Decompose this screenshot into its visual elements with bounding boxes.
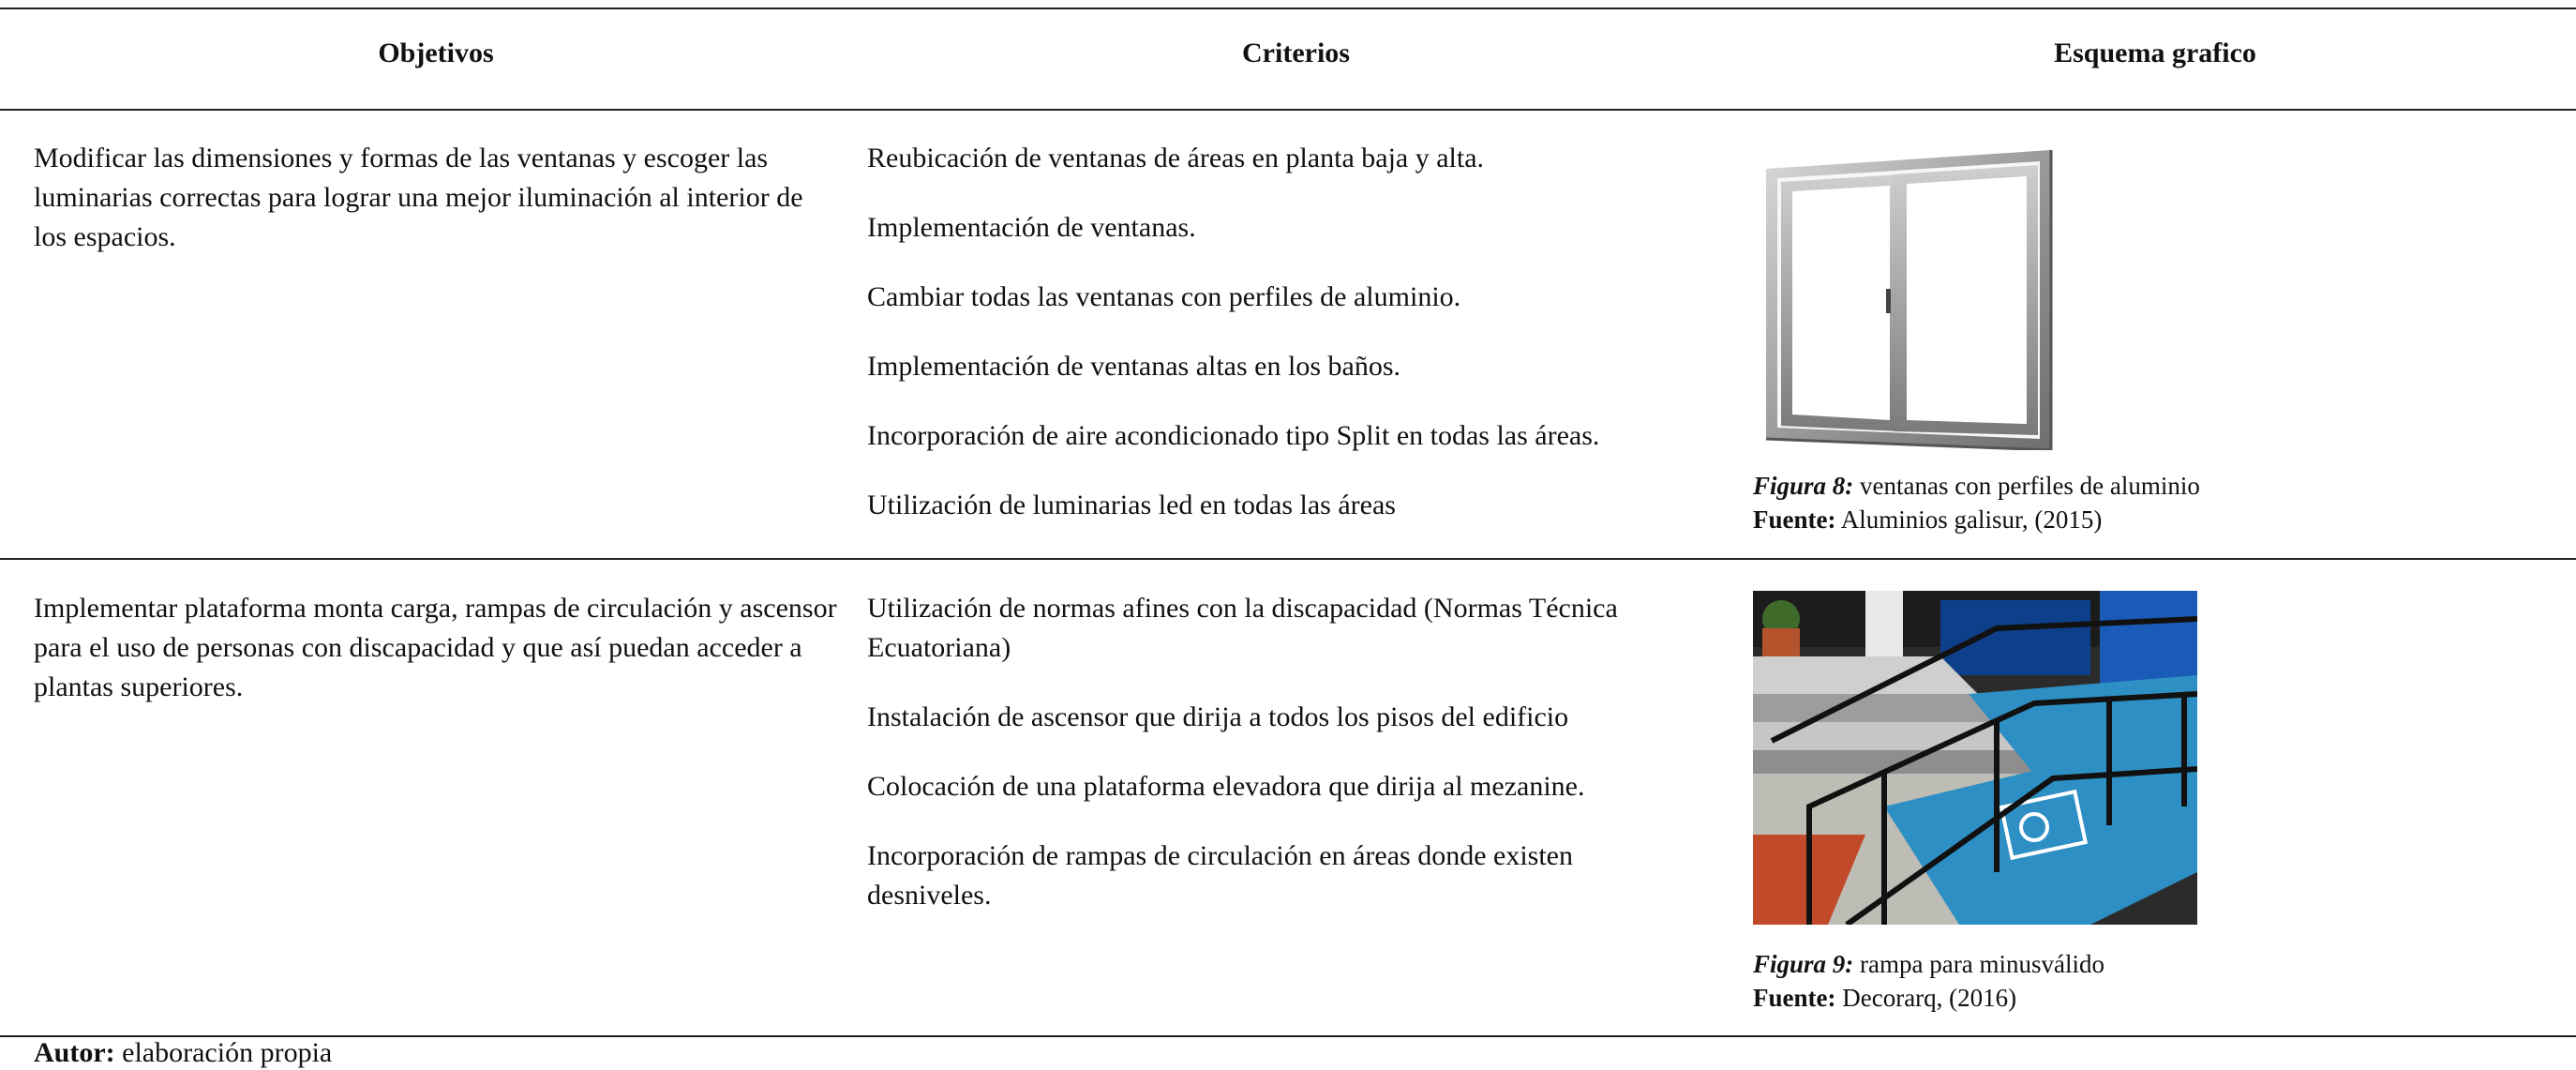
source-text: Aluminios galisur, (2015) — [1835, 505, 2103, 534]
figure-text: rampa para minusválido — [1853, 950, 2104, 978]
figure-text: ventanas con perfiles de aluminio — [1853, 472, 2200, 500]
criterio-item: Implementación de ventanas altas en los … — [867, 351, 1400, 382]
row1-figure-caption: Figura 8: ventanas con perfiles de alumi… — [1753, 469, 2559, 536]
criterio-item: Implementación de ventanas. — [867, 212, 1196, 243]
row2-criterios-list: Utilización de normas afines con la disc… — [867, 589, 1692, 915]
author-text: elaboración propia — [114, 1037, 333, 1068]
row2-figure-caption: Figura 9: rampa para minusválido Fuente:… — [1753, 947, 2559, 1015]
criterio-item: Reubicación de ventanas de áreas en plan… — [867, 143, 1485, 173]
criterio-item: Cambiar todas las ventanas con perfiles … — [867, 281, 1461, 312]
row1-objetivo: Modificar las dimensiones y formas de la… — [34, 143, 803, 252]
criterio-item: Instalación de ascensor que dirija a tod… — [867, 701, 1569, 732]
source-text: Decorarq, (2016) — [1835, 984, 2017, 1012]
source-label: Fuente: — [1753, 505, 1836, 534]
table-bottom-rule — [0, 1035, 2576, 1037]
accessible-ramp-image — [1753, 591, 2198, 927]
criterio-item: Incorporación de aire acondicionado tipo… — [867, 420, 1600, 451]
source-label: Fuente: — [1753, 984, 1836, 1012]
figure-label: Figura 8: — [1753, 472, 1854, 500]
row1-criterios-list: Reubicación de ventanas de áreas en plan… — [867, 139, 1711, 525]
row-divider-rule — [0, 558, 2576, 560]
header-bottom-rule — [0, 109, 2576, 111]
criterio-item: Incorporación de rampas de circulación e… — [867, 840, 1573, 911]
criterio-item: Utilización de normas afines con la disc… — [867, 593, 1618, 663]
author-note: Autor: elaboración propia — [34, 1037, 332, 1069]
criterio-item: Colocación de una plataforma elevadora q… — [867, 771, 1585, 802]
row2-objetivo: Implementar plataforma monta carga, ramp… — [34, 593, 837, 702]
criterio-item: Utilización de luminarias led en todas l… — [867, 490, 1396, 520]
column-header-objetivos: Objetivos — [378, 38, 494, 68]
figure-label: Figura 9: — [1753, 950, 1854, 978]
author-label: Autor: — [34, 1037, 115, 1068]
table-top-rule — [0, 8, 2576, 9]
column-header-criterios: Criterios — [1242, 38, 1350, 68]
sliding-window-image — [1753, 148, 2053, 452]
column-header-esquema: Esquema grafico — [2054, 38, 2256, 68]
